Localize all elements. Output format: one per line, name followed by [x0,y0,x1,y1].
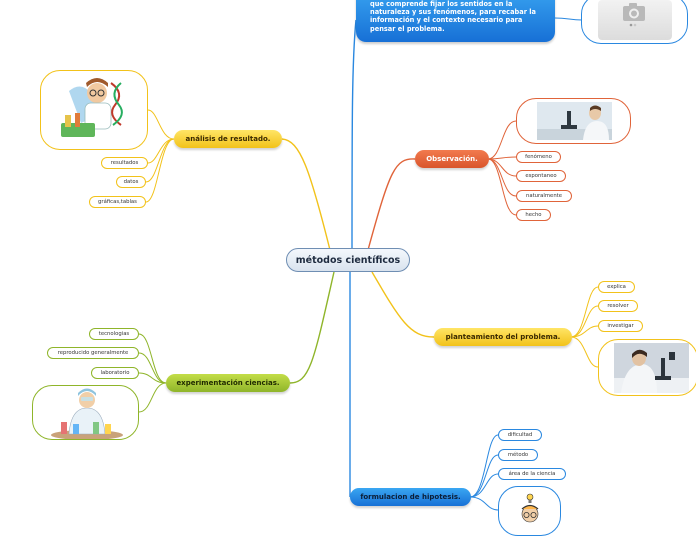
camera-placeholder-icon [623,3,645,27]
connector-analisis [281,138,331,251]
leaf-graficas-tablas[interactable]: gráficas,tablas [89,196,146,208]
branch-planteamiento[interactable]: planteamiento del problema. [434,328,572,346]
leaf-reproducido-generalmente[interactable]: reproducido generalmente [47,347,139,359]
microscope-image-node[interactable] [516,98,631,144]
leaf-datos[interactable]: datos [116,176,146,188]
central-topic[interactable]: métodos científicos [286,248,410,272]
chemist-illustration-icon [51,388,123,439]
connector-experimentacion [289,271,335,384]
top-note-node[interactable]: que comprende fijar los sentidos en la n… [356,0,555,42]
leaf-tecnologias[interactable]: tecnologias [89,328,139,340]
branch-formulacion[interactable]: formulacion de hipotesis. [350,488,471,506]
scientist-image-node[interactable] [40,70,148,150]
leaf-dificultad[interactable]: dificultad [498,429,542,441]
lab-photo-icon [614,343,689,393]
leaf-explica[interactable]: explica [598,281,635,293]
leaf-laboratorio[interactable]: laboratorio [91,367,139,379]
connector-planteamiento [371,271,435,338]
scientist-illustration-icon [61,78,123,137]
leaf-espontaneo[interactable]: espontaneo [516,170,566,182]
mind-map-canvas [138,17,599,511]
lightbulb-icon [521,493,539,523]
leaf-resolver[interactable]: resolver [598,300,638,312]
leaf-naturalmente[interactable]: naturalmente [516,190,572,202]
branch-observacion[interactable]: Observación. [415,150,489,168]
leaf-fenomeno[interactable]: fenómeno [516,151,561,163]
branch-experimentacion[interactable]: experimentación ciencias. [166,374,290,392]
leaf-resultados[interactable]: resultados [101,157,148,169]
leaf-hecho[interactable]: hecho [516,209,551,221]
leaf-metodo[interactable]: método [498,449,538,461]
photo-placeholder [598,0,672,40]
connector-top-note [351,19,357,261]
top-note-text: que comprende fijar los sentidos en la n… [370,0,536,33]
microscope-photo-icon [537,102,612,140]
branch-analisis[interactable]: análisis de resultado. [174,130,282,148]
lab-image-node[interactable] [598,339,696,396]
leaf-area-de-la-ciencia[interactable]: área de la ciencia [498,468,566,480]
leaf-investigar[interactable]: investigar [598,320,643,332]
idea-image-node[interactable] [498,486,561,536]
connector-observacion [367,158,416,251]
chemist-image-node[interactable] [32,385,139,440]
